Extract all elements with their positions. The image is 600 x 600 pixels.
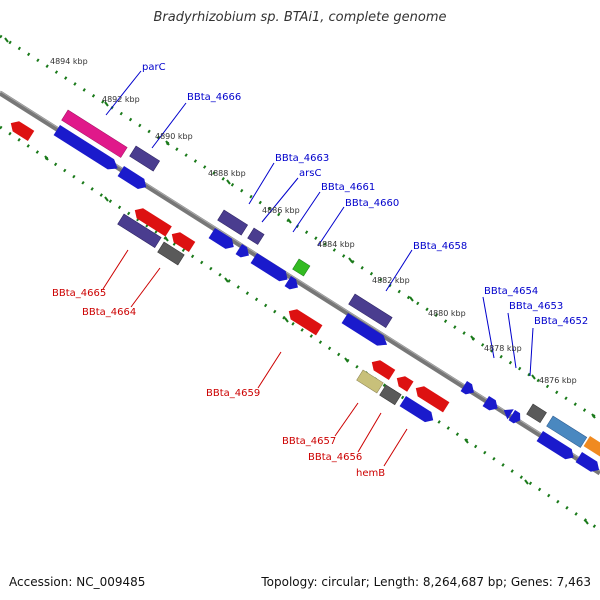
gene-forward-blue-5[interactable] xyxy=(250,253,291,285)
gene-reverse-red-3[interactable] xyxy=(369,357,396,380)
gene-label-BBta-4654: BBta_4654 xyxy=(484,286,538,297)
gene-BBta-4657[interactable] xyxy=(356,369,384,394)
gene-label-BBta-4656: BBta_4656 xyxy=(308,452,362,463)
gene-forward-blue-1[interactable] xyxy=(53,125,121,174)
tick-label: 4894 kbp xyxy=(50,57,88,66)
reverse-leader-lines xyxy=(102,249,408,467)
gene-reverse-red-edge[interactable] xyxy=(8,118,35,141)
gene-BBta-4665[interactable] xyxy=(117,213,162,248)
gene-reverse-red-2[interactable] xyxy=(169,229,196,252)
gene-BBta-4659[interactable] xyxy=(286,306,323,336)
tick-label: 4886 kbp xyxy=(262,206,300,215)
gene-reverse-red-5[interactable] xyxy=(413,383,450,413)
gene-forward-blue-6[interactable] xyxy=(284,276,302,293)
gene-forward-blue-3[interactable] xyxy=(208,228,237,252)
gene-label-hemB: hemB xyxy=(356,468,385,479)
gene-orange[interactable] xyxy=(583,436,600,457)
gene-label-BBta-4664: BBta_4664 xyxy=(82,307,136,318)
tick-label: 4888 kbp xyxy=(208,169,246,178)
gene-forward-blue-13[interactable] xyxy=(575,452,600,475)
forward-leader-lines xyxy=(105,70,534,377)
tick-label: 4882 kbp xyxy=(372,276,410,285)
gene-label-BBta-4653: BBta_4653 xyxy=(509,301,563,312)
gene-label-BBta-4661: BBta_4661 xyxy=(321,182,375,193)
tick-label: 4890 kbp xyxy=(155,132,193,141)
gene-forward-blue-2[interactable] xyxy=(117,166,150,192)
genome-map: 4894 kbp 4892 kbp 4890 kbp 4888 kbp 4886… xyxy=(0,34,600,532)
gene-forward-blue-10[interactable] xyxy=(501,405,514,420)
gene-label-BBta-4652: BBta_4652 xyxy=(534,316,588,327)
gene-label-BBta-4658: BBta_4658 xyxy=(413,241,467,252)
gene-forward-blue-7[interactable] xyxy=(341,313,391,350)
gene-BBta-4664[interactable] xyxy=(157,241,185,266)
gene-label-BBta-4660: BBta_4660 xyxy=(345,198,399,209)
gene-forward-blue-8[interactable] xyxy=(460,381,478,398)
gene-hemB[interactable] xyxy=(399,396,437,425)
gene-label-BBta-4663: BBta_4663 xyxy=(275,153,329,164)
genome-summary: Topology: circular; Length: 8,264,687 bp… xyxy=(261,575,591,589)
gene-forward-blue-11[interactable] xyxy=(508,410,524,425)
gene-BBta-4663[interactable] xyxy=(217,209,249,236)
gene-forward-blue-4[interactable] xyxy=(235,244,253,261)
tick-label: 4878 kbp xyxy=(484,344,522,353)
tick-marks xyxy=(4,37,596,525)
gene-label-BBta-4657: BBta_4657 xyxy=(282,436,336,447)
outer-tick-track xyxy=(0,34,600,422)
gene-forward-blue-12[interactable] xyxy=(536,431,577,463)
gene-label-parC: parC xyxy=(142,62,166,73)
gene-label-BBta-4659: BBta_4659 xyxy=(206,388,260,399)
tick-label: 4884 kbp xyxy=(317,240,355,249)
gene-forward-blue-9[interactable] xyxy=(482,396,501,414)
gene-label-BBta-4666: BBta_4666 xyxy=(187,92,241,103)
accession-label: Accession: NC_009485 xyxy=(9,575,146,589)
gene-BBta-4658[interactable] xyxy=(348,293,393,328)
gene-BBta-4652[interactable] xyxy=(546,415,588,448)
gene-green[interactable] xyxy=(292,258,311,277)
tick-label: 4876 kbp xyxy=(539,376,577,385)
gene-label-BBta-4665: BBta_4665 xyxy=(52,288,106,299)
gene-reverse-red-4[interactable] xyxy=(394,373,414,392)
tick-label: 4892 kbp xyxy=(102,95,140,104)
map-title: Bradyrhizobium sp. BTAi1, complete genom… xyxy=(153,10,447,25)
gene-arsC[interactable] xyxy=(247,227,265,245)
gene-BBta-4656[interactable] xyxy=(379,384,402,406)
gene-BBta-4666[interactable] xyxy=(129,145,161,172)
gene-label-arsC: arsC xyxy=(299,168,321,179)
gene-reverse-red-1[interactable] xyxy=(132,205,172,237)
tick-label: 4880 kbp xyxy=(428,309,466,318)
gene-parC[interactable] xyxy=(61,109,128,158)
gene-BBta-4654[interactable] xyxy=(526,403,547,424)
